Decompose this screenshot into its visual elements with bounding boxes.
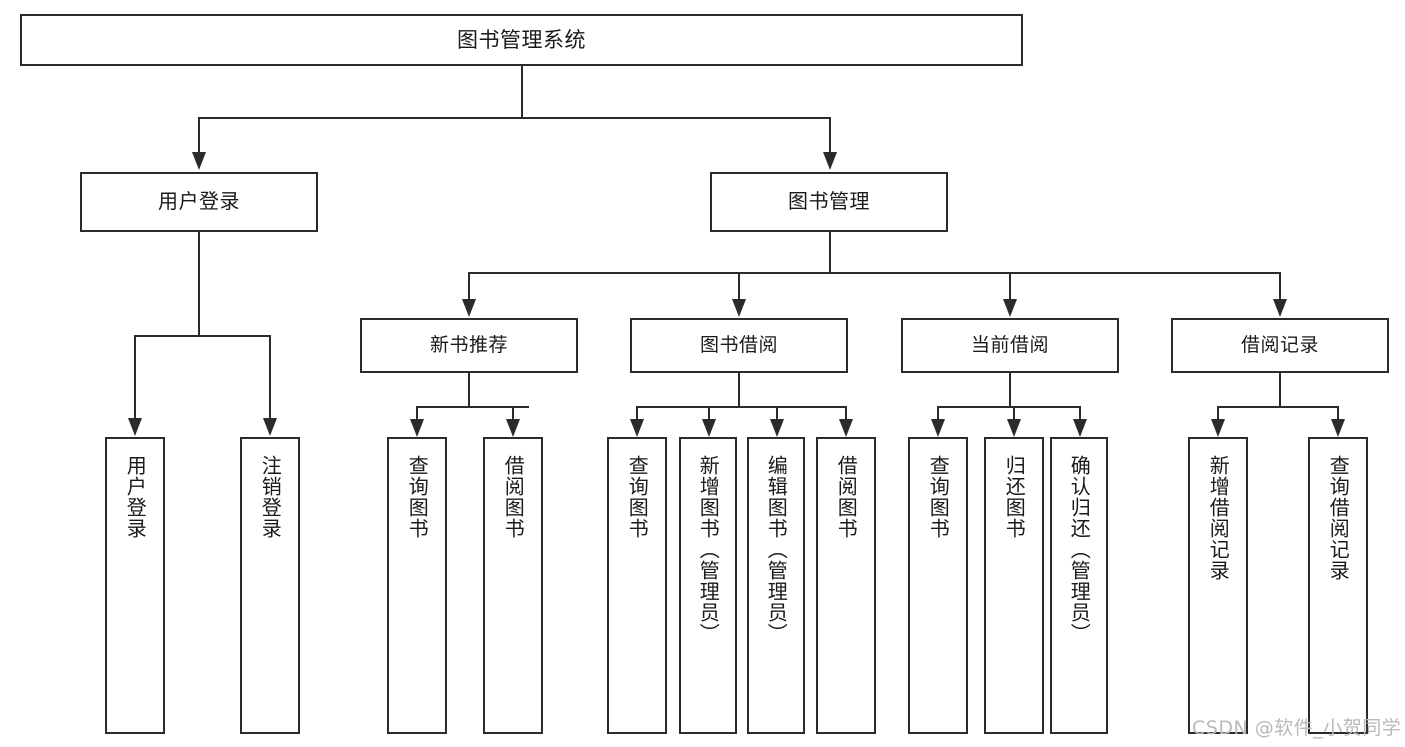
node-label: 当前借阅: [970, 334, 1049, 357]
arrowhead-leaf-add-book: [702, 419, 716, 437]
connector-book-borrow-leaf-1: [636, 406, 638, 420]
leaf-borrow-book-recommend[interactable]: 借阅图书: [483, 437, 543, 734]
connector-new-book-bus: [416, 406, 529, 408]
connector-root-bus: [198, 117, 830, 119]
arrowhead-leaf-query-book-3: [931, 419, 945, 437]
arrowhead-leaf-query-book-2: [630, 419, 644, 437]
leaf-query-book-current[interactable]: 查询图书: [908, 437, 968, 734]
arrowhead-leaf-borrow-book-2: [839, 419, 853, 437]
connector-borrow-record-leaf-2: [1337, 406, 1339, 420]
node-label: 图书借阅: [699, 334, 778, 357]
leaf-query-borrow-record[interactable]: 查询借阅记录: [1308, 437, 1368, 734]
node-label: 图书管理系统: [457, 27, 586, 52]
node-label: 注销登录: [258, 455, 283, 539]
node-user-login[interactable]: 用户登录: [80, 172, 318, 232]
arrowhead-borrow-record: [1273, 299, 1287, 317]
arrowhead-leaf-return-book: [1007, 419, 1021, 437]
leaf-query-book-borrow[interactable]: 查询图书: [607, 437, 667, 734]
arrowhead-leaf-edit-book: [770, 419, 784, 437]
node-book-manage[interactable]: 图书管理: [710, 172, 948, 232]
node-label: 新增图书（管理员）: [696, 455, 721, 644]
watermark: CSDN @软件_小贺同学: [1192, 717, 1402, 739]
leaf-add-borrow-record[interactable]: 新增借阅记录: [1188, 437, 1248, 734]
connector-current-borrow-stem: [1009, 373, 1011, 408]
arrowhead-new-book: [462, 299, 476, 317]
node-label: 借阅记录: [1240, 334, 1319, 357]
node-label: 用户登录: [123, 455, 148, 539]
connector-book-borrow-leaf-2: [708, 406, 710, 420]
leaf-user-login[interactable]: 用户登录: [105, 437, 165, 734]
node-label: 查询借阅记录: [1326, 455, 1351, 581]
node-book-borrow[interactable]: 图书借阅: [630, 318, 848, 373]
node-current-borrow[interactable]: 当前借阅: [901, 318, 1119, 373]
connector-book-borrow-stem: [738, 373, 740, 408]
leaf-return-book[interactable]: 归还图书: [984, 437, 1044, 734]
node-label: 新增借阅记录: [1206, 455, 1231, 581]
node-label: 查询图书: [405, 455, 430, 539]
node-label: 确认归还（管理员）: [1067, 455, 1092, 644]
arrowhead-book-borrow: [732, 299, 746, 317]
node-label: 查询图书: [625, 455, 650, 539]
arrowhead-leaf-logout: [263, 418, 277, 436]
connector-book-manage-bus: [468, 272, 1280, 274]
connector-user-login-leaf-2: [269, 335, 271, 419]
node-borrow-record[interactable]: 借阅记录: [1171, 318, 1389, 373]
node-label: 新书推荐: [429, 334, 508, 357]
arrowhead-leaf-borrow-book-1: [506, 419, 520, 437]
connector-borrow-record-leaf-1: [1217, 406, 1219, 420]
arrowhead-current-borrow: [1003, 299, 1017, 317]
node-label: 借阅图书: [501, 455, 526, 539]
arrowhead-leaf-confirm-return: [1073, 419, 1087, 437]
connector-book-borrow-leaf-3: [776, 406, 778, 420]
connector-current-borrow-leaf-3: [1079, 406, 1081, 420]
connector-borrow-record-bus: [1217, 406, 1339, 408]
connector-new-book-leaf-2: [512, 406, 514, 420]
leaf-query-book-recommend[interactable]: 查询图书: [387, 437, 447, 734]
connector-to-user-login: [198, 117, 200, 153]
leaf-confirm-return-admin[interactable]: 确认归还（管理员）: [1050, 437, 1108, 734]
connector-user-login-bus: [134, 335, 270, 337]
node-label: 图书管理: [788, 189, 870, 214]
connector-new-book-leaf-1: [416, 406, 418, 420]
connector-borrow-record-stem: [1279, 373, 1281, 408]
node-label: 编辑图书（管理员）: [764, 455, 789, 644]
leaf-borrow-book[interactable]: 借阅图书: [816, 437, 876, 734]
connector-book-borrow-bus: [636, 406, 846, 408]
node-label: 用户登录: [158, 189, 240, 214]
node-root-system[interactable]: 图书管理系统: [20, 14, 1023, 66]
connector-to-borrow-record: [1279, 272, 1281, 300]
connector-current-borrow-bus: [937, 406, 1081, 408]
connector-current-borrow-leaf-1: [937, 406, 939, 420]
leaf-edit-book-admin[interactable]: 编辑图书（管理员）: [747, 437, 805, 734]
connector-new-book-stem: [468, 373, 470, 408]
arrowhead-user-login: [192, 152, 206, 170]
arrowhead-leaf-query-book-1: [410, 419, 424, 437]
connector-current-borrow-leaf-2: [1013, 406, 1015, 420]
connector-user-login-stem: [198, 232, 200, 336]
leaf-add-book-admin[interactable]: 新增图书（管理员）: [679, 437, 737, 734]
connector-to-book-manage: [829, 117, 831, 153]
connector-to-new-book: [468, 272, 470, 300]
arrowhead-leaf-user-login: [128, 418, 142, 436]
connector-to-current-borrow: [1009, 272, 1011, 300]
connector-root-stem: [521, 66, 523, 118]
node-new-book-recommend[interactable]: 新书推荐: [360, 318, 578, 373]
connector-book-borrow-leaf-4: [845, 406, 847, 420]
arrowhead-book-manage: [823, 152, 837, 170]
connector-to-book-borrow: [738, 272, 740, 300]
arrowhead-leaf-add-record: [1211, 419, 1225, 437]
leaf-logout[interactable]: 注销登录: [240, 437, 300, 734]
node-label: 借阅图书: [834, 455, 859, 539]
connector-book-manage-stem: [829, 232, 831, 273]
arrowhead-leaf-query-record: [1331, 419, 1345, 437]
node-label: 归还图书: [1002, 455, 1027, 539]
node-label: 查询图书: [926, 455, 951, 539]
connector-user-login-leaf-1: [134, 335, 136, 419]
